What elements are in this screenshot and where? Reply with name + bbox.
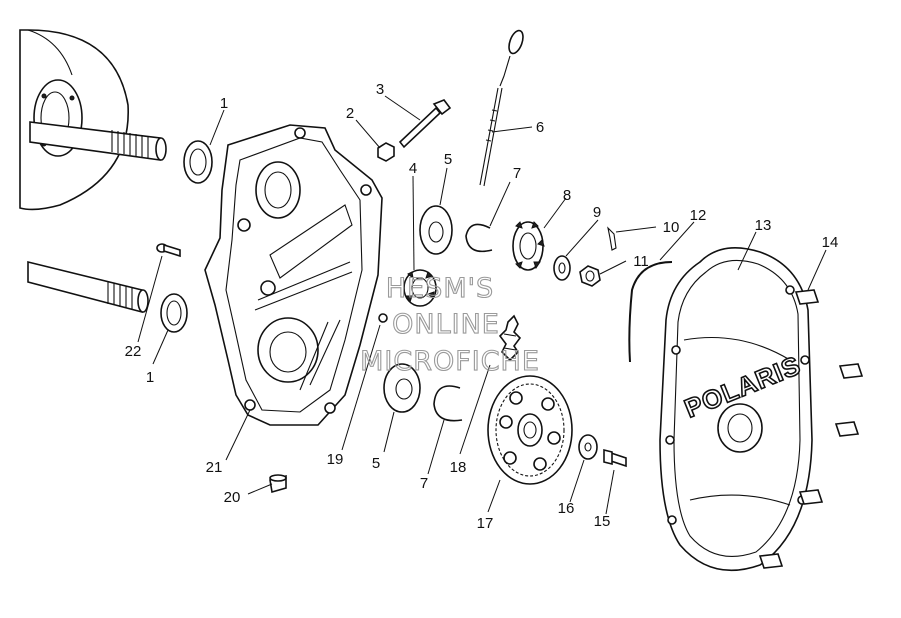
callout-2: 2 — [346, 105, 354, 122]
castle-nut — [579, 265, 601, 287]
watermark-line-1: HESM'S — [386, 273, 494, 304]
upper-drive-shaft — [29, 121, 167, 161]
callout-4: 4 — [409, 160, 417, 177]
upper-gear — [512, 221, 545, 271]
callout-14: 14 — [822, 234, 839, 251]
chaincase-cover: POLARIS — [659, 246, 813, 572]
callout-16: 16 — [558, 500, 575, 517]
flat-washer — [578, 434, 598, 460]
watermark-line-3: MICROFICHE — [360, 346, 540, 377]
cotter-pin — [607, 226, 617, 251]
housing-plug — [378, 313, 388, 323]
callout-10: 10 — [663, 219, 680, 236]
callout-9: 9 — [593, 204, 601, 221]
callout-3: 3 — [376, 81, 384, 98]
dipstick — [479, 29, 524, 187]
callout-13: 13 — [755, 217, 772, 234]
drain-plug — [269, 474, 287, 494]
bolt — [398, 99, 452, 149]
seal-upper — [183, 140, 213, 184]
lower-drive-shaft — [27, 260, 149, 314]
watermark: HESM'S ONLINE MICROFICHE — [360, 272, 540, 377]
bearing-upper — [419, 205, 453, 255]
callout-20: 20 — [224, 489, 241, 506]
drive-sprocket — [403, 269, 437, 307]
callout-6: 6 — [536, 119, 544, 136]
seal-lower — [160, 293, 188, 333]
callout-18: 18 — [450, 459, 467, 476]
watermark-line-2: ONLINE — [392, 309, 500, 340]
callout-22: 22 — [125, 343, 142, 360]
callout-17: 17 — [477, 515, 494, 532]
callout-21: 21 — [206, 459, 223, 476]
callout-11: 11 — [633, 253, 649, 270]
bearing-lower — [383, 363, 421, 413]
driven-gear — [487, 375, 573, 485]
callout-15: 15 — [594, 513, 611, 530]
callout-5-upper: 5 — [444, 151, 452, 168]
callout-labels: 1 1 2 3 4 5 5 6 7 7 8 9 10 11 12 13 14 1… — [125, 81, 839, 532]
callout-7-upper: 7 — [513, 165, 521, 182]
callout-1-upper: 1 — [220, 95, 228, 112]
snap-ring-upper — [465, 223, 493, 253]
callout-12: 12 — [690, 207, 707, 224]
clutch-sheave — [19, 29, 129, 211]
chain — [498, 314, 522, 362]
dowel-pin — [156, 243, 181, 258]
callout-19: 19 — [327, 451, 344, 468]
gear-bolt — [603, 448, 627, 468]
chaincase-housing — [204, 124, 383, 426]
nut — [377, 142, 395, 162]
cover-bolts — [758, 289, 864, 569]
callout-5-lower: 5 — [372, 455, 380, 472]
callout-7-lower: 7 — [420, 475, 428, 492]
callout-1-lower: 1 — [146, 369, 154, 386]
leader-lines — [137, 95, 827, 515]
snap-ring-lower — [433, 385, 463, 422]
tensioner-cable — [628, 261, 673, 363]
washer — [553, 255, 571, 281]
callout-8: 8 — [563, 187, 571, 204]
